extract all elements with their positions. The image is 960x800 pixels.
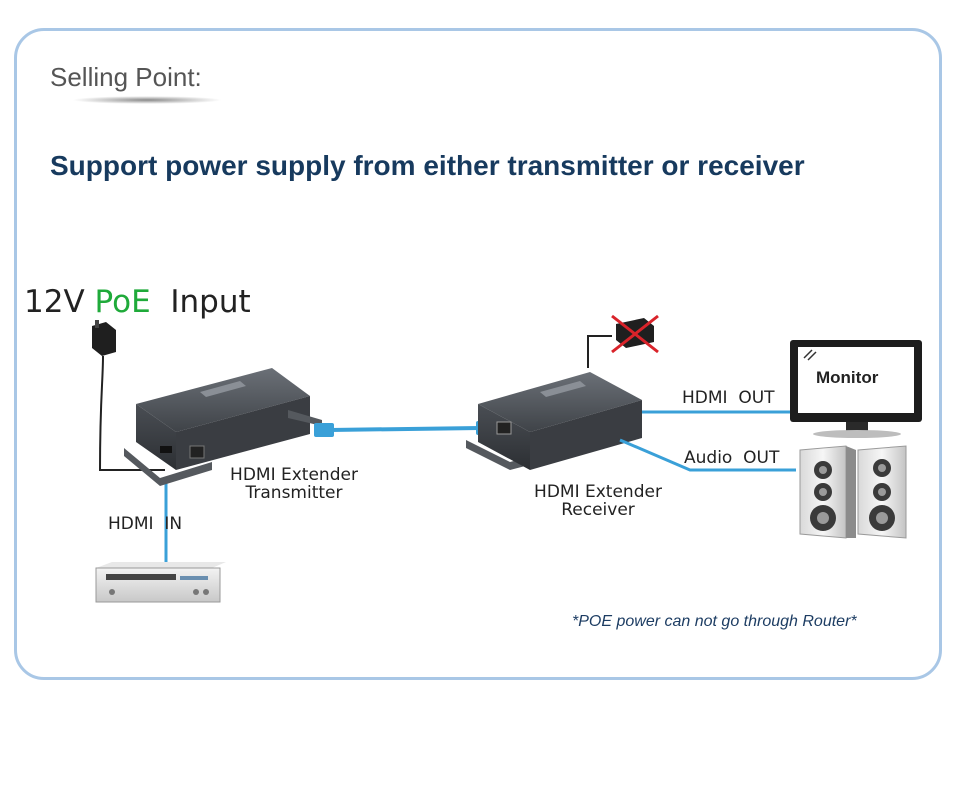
power-prefix: 12V: [24, 284, 95, 320]
receiver-label-line1: HDMI Extender: [534, 482, 662, 502]
poe-router-note: *POE power can not go through Router*: [572, 613, 857, 630]
transmitter-device-icon: [124, 368, 322, 486]
receiver-device-icon: [466, 372, 642, 470]
receiver-label: HDMI Extender Receiver: [528, 483, 668, 519]
hdmi-in-label: HDMI IN: [108, 514, 183, 534]
transmitter-label-line1: HDMI Extender: [230, 465, 358, 485]
ethernet-cable: [314, 421, 498, 437]
receiver-label-line2: Receiver: [561, 500, 635, 520]
speakers-icon: [799, 445, 907, 539]
no-power-icon: [587, 314, 659, 368]
transmitter-label: HDMI Extender Transmitter: [224, 466, 364, 502]
audio-out-label: Audio OUT: [684, 448, 780, 468]
power-suffix: Input: [150, 284, 251, 320]
selling-point-underline: [72, 96, 222, 104]
selling-point-label: Selling Point:: [50, 62, 202, 92]
hdmi-out-label: HDMI OUT: [682, 388, 775, 408]
power-input-label: 12V PoE Input: [24, 284, 251, 320]
headline: Support power supply from either transmi…: [50, 150, 805, 181]
monitor-icon: [790, 340, 922, 438]
poe-text: PoE: [94, 284, 151, 320]
audio-out-cable: [619, 438, 796, 472]
dvd-player-icon: [95, 562, 226, 603]
content-frame: [14, 28, 942, 680]
transmitter-label-line2: Transmitter: [245, 483, 343, 503]
monitor-label: Monitor: [816, 368, 879, 387]
power-adapter-icon: [92, 320, 165, 471]
